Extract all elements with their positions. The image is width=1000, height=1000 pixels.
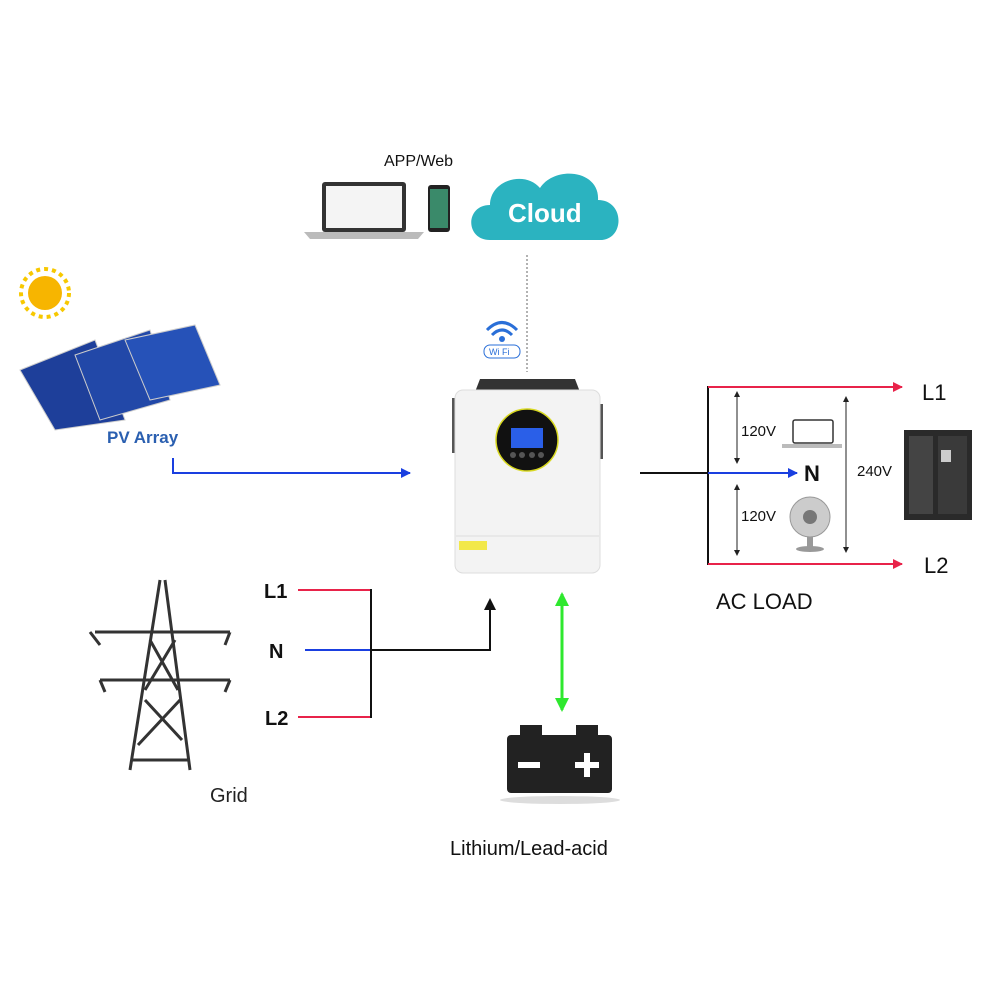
pv-line xyxy=(172,458,411,478)
laptop-load-icon xyxy=(782,419,842,448)
sun-icon xyxy=(19,267,71,319)
app-web-label: APP/Web xyxy=(384,153,453,170)
grid-l1-label: L1 xyxy=(264,581,287,603)
v120-bottom-label: 120V xyxy=(741,508,776,525)
v120-top-label: 120V xyxy=(741,423,776,440)
cloud-label: Cloud xyxy=(508,198,582,228)
wifi-icon: Wi Fi xyxy=(483,321,521,359)
grid-l2-label: L2 xyxy=(265,708,288,730)
power-tower-icon xyxy=(88,579,232,771)
battery-label: Lithium/Lead-acid xyxy=(450,838,608,860)
load-n-label: N xyxy=(804,461,820,486)
v240-label: 240V xyxy=(857,463,892,480)
smartphone-icon xyxy=(428,185,450,232)
wifi-label: Wi Fi xyxy=(489,347,510,357)
battery-icon xyxy=(500,725,620,804)
load-l1-label: L1 xyxy=(922,380,946,405)
hybrid-inverter xyxy=(452,379,603,574)
load-l2-label: L2 xyxy=(924,553,948,578)
ac-load-label: AC LOAD xyxy=(716,589,813,614)
cloud-icon: Cloud xyxy=(471,173,619,240)
server-cabinet-icon xyxy=(904,430,972,520)
fan-icon xyxy=(789,496,831,552)
laptop-icon xyxy=(304,182,424,239)
grid-input-line xyxy=(371,598,496,651)
pv-array-label: PV Array xyxy=(107,428,179,447)
grid-label: Grid xyxy=(210,785,248,807)
grid-n-label: N xyxy=(269,641,283,663)
solar-panels-icon xyxy=(19,324,221,431)
